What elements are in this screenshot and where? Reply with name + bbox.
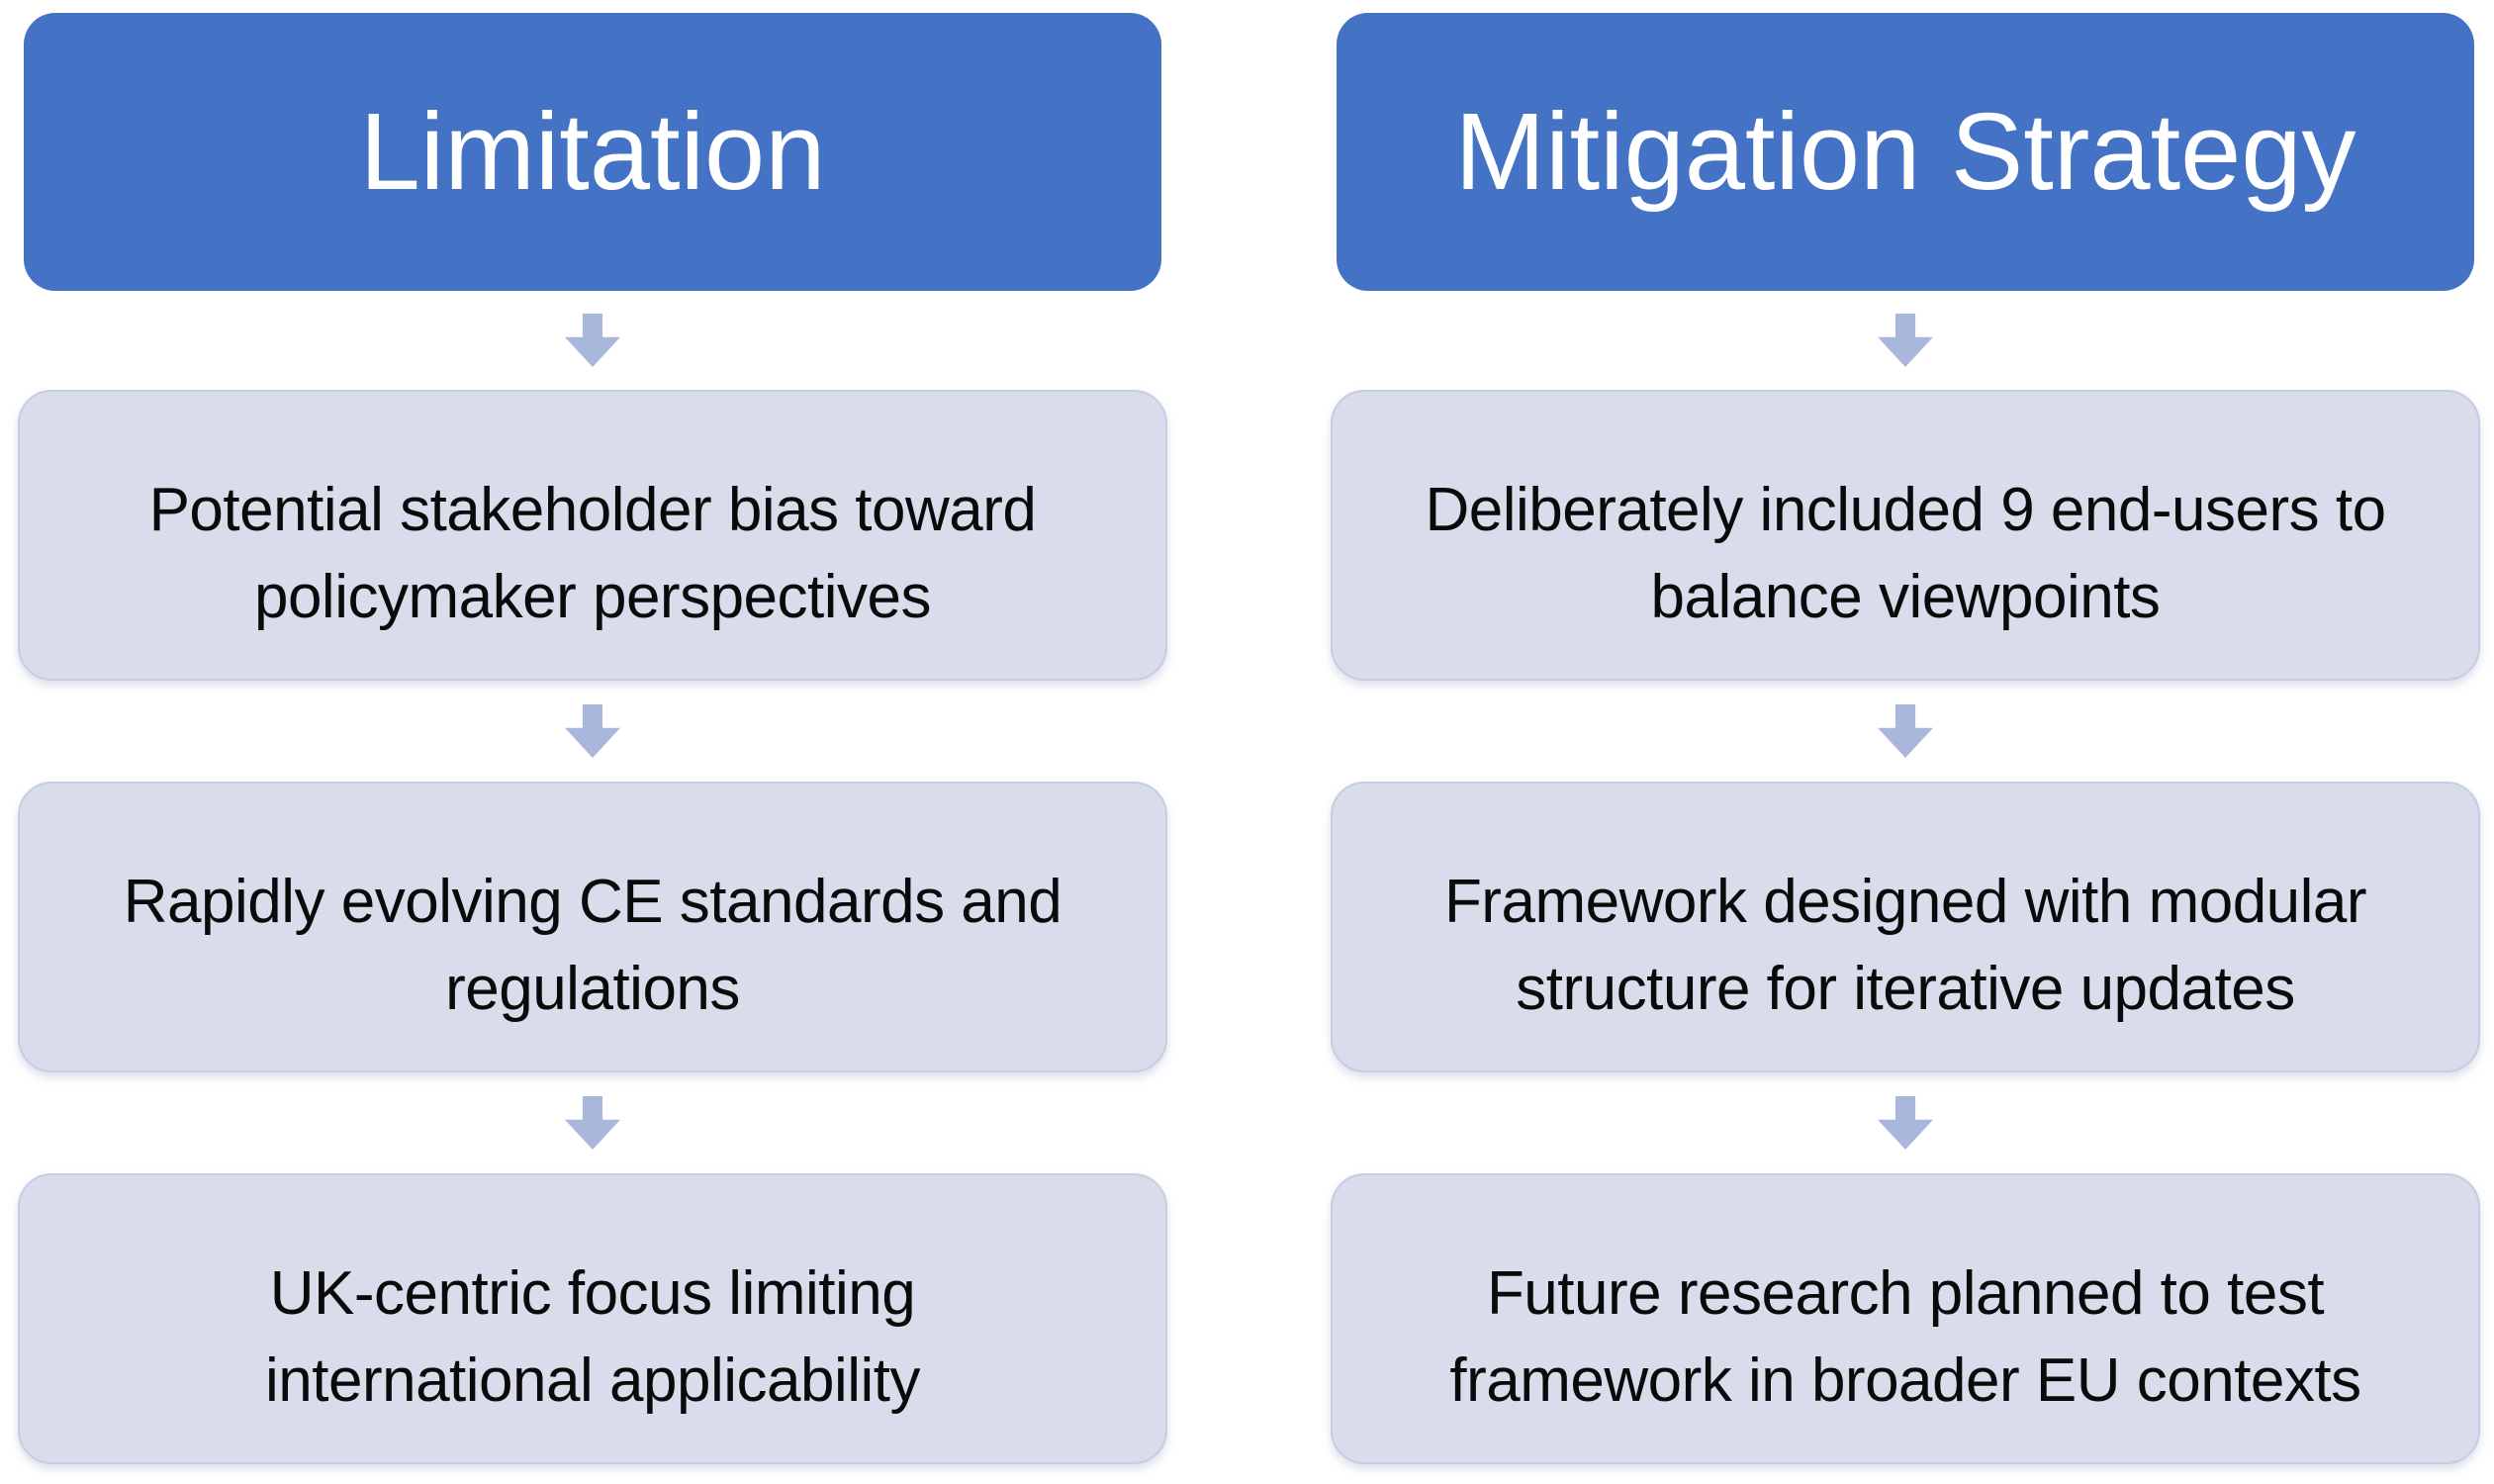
arrow-row xyxy=(18,681,1167,782)
limitation-header-label: Limitation xyxy=(359,91,826,213)
down-arrow-icon xyxy=(1878,314,1933,367)
down-arrow-icon xyxy=(565,1096,620,1150)
mitigation-column: Mitigation Strategy Deliberately include… xyxy=(1331,13,2480,1484)
flow-box-text-line: international applicability xyxy=(264,1346,921,1415)
flow-box-text-line: Framework designed with modular xyxy=(1443,868,2367,936)
flow-box-mitigation-2: Framework designed with modular structur… xyxy=(1331,782,2480,1072)
flow-box-text-line: Future research planned to test xyxy=(1486,1259,2325,1328)
arrow-row xyxy=(1331,291,2480,390)
mitigation-header-box: Mitigation Strategy xyxy=(1337,13,2474,291)
flow-box-text-line: regulations xyxy=(445,955,740,1023)
flow-box-limitation-1: Potential stakeholder bias toward policy… xyxy=(18,390,1167,681)
flow-box-text-line: Deliberately included 9 end-users to xyxy=(1425,476,2386,544)
down-arrow-icon xyxy=(1878,704,1933,758)
down-arrow-icon xyxy=(565,704,620,758)
flow-box-mitigation-1: Deliberately included 9 end-users to bal… xyxy=(1331,390,2480,681)
flow-box-text: UK-centric focus limiting international … xyxy=(20,1175,1165,1462)
flow-box-text-line: policymaker perspectives xyxy=(253,563,932,631)
arrow-row xyxy=(1331,1072,2480,1173)
flow-box-text: Framework designed with modular structur… xyxy=(1333,784,2478,1070)
flow-box-text-line: Potential stakeholder bias toward xyxy=(148,476,1037,544)
flow-box-text-line: UK-centric focus limiting xyxy=(269,1259,916,1328)
limitation-column: Limitation Potential stakeholder bias to… xyxy=(18,13,1167,1484)
arrow-row xyxy=(18,291,1167,390)
mitigation-header-label: Mitigation Strategy xyxy=(1454,91,2356,213)
flow-box-text: Future research planned to test framewor… xyxy=(1333,1175,2478,1462)
flow-box-text-line: balance viewpoints xyxy=(1650,563,2161,631)
flow-box-text-line: structure for iterative updates xyxy=(1516,955,2295,1023)
flow-box-text: Rapidly evolving CE standards and regula… xyxy=(20,784,1165,1070)
flow-box-limitation-3: UK-centric focus limiting international … xyxy=(18,1173,1167,1464)
down-arrow-icon xyxy=(565,314,620,367)
down-arrow-icon xyxy=(1878,1096,1933,1150)
flow-box-text: Potential stakeholder bias toward policy… xyxy=(20,392,1165,679)
limitation-header-box: Limitation xyxy=(24,13,1161,291)
flow-box-limitation-2: Rapidly evolving CE standards and regula… xyxy=(18,782,1167,1072)
arrow-row xyxy=(18,1072,1167,1173)
flow-box-mitigation-3: Future research planned to test framewor… xyxy=(1331,1173,2480,1464)
arrow-row xyxy=(1331,681,2480,782)
flow-box-text: Deliberately included 9 end-users to bal… xyxy=(1333,392,2478,679)
flow-box-text-line: Rapidly evolving CE standards and xyxy=(123,868,1062,936)
flow-box-text-line: framework in broader EU contexts xyxy=(1449,1346,2361,1415)
